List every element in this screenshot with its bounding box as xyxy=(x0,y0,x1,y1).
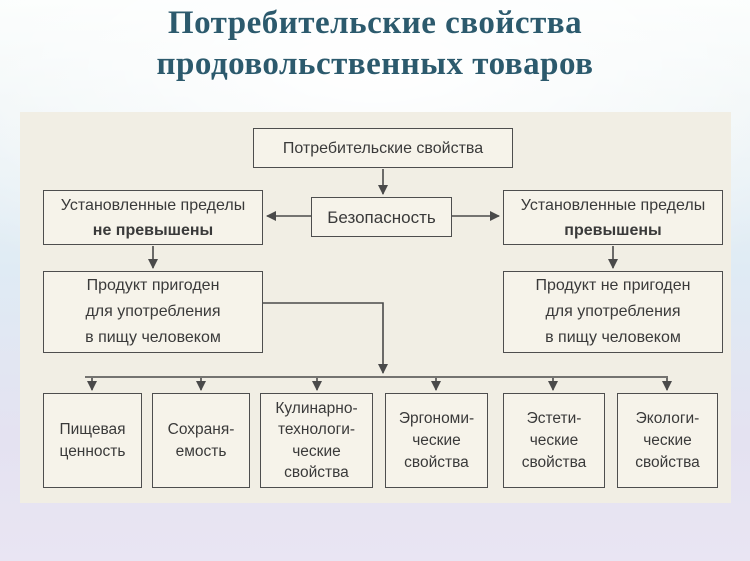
slide-title: Потребительские свойства продовольственн… xyxy=(0,3,750,85)
slide-title-line1: Потребительские свойства xyxy=(167,5,583,41)
box-consumer-properties-label: Потребительские свойства xyxy=(282,139,484,157)
box-limits-exceeded-line2: превышены xyxy=(564,221,662,239)
box-property-aesthetic: Эстети- ческие свойства xyxy=(503,393,605,488)
box-product-suitable: Продукт пригоден для употребления в пищу… xyxy=(43,271,263,353)
box-safety: Безопасность xyxy=(311,197,452,237)
box-property-ecological-label: Экологи- ческие свойства xyxy=(635,409,700,471)
box-product-not-suitable: Продукт не пригоден для употребления в п… xyxy=(503,271,723,353)
box-property-keeping-quality-label: Сохраня- емость xyxy=(167,420,235,460)
box-property-ergonomic: Эргономи- ческие свойства xyxy=(385,393,488,488)
box-safety-label: Безопасность xyxy=(327,207,436,227)
box-property-culinary-technological-label: Кулинарно- технологи- ческие свойства xyxy=(275,399,358,482)
box-property-culinary-technological: Кулинарно- технологи- ческие свойства xyxy=(260,393,373,488)
box-limits-exceeded-line1: Установленные пределы xyxy=(520,196,706,214)
box-limits-not-exceeded-line2: не превышены xyxy=(92,221,214,239)
box-limits-exceeded: Установленные пределы превышены xyxy=(503,190,723,245)
box-limits-not-exceeded: Установленные пределы не превышены xyxy=(43,190,263,245)
box-property-nutritional-value: Пищевая ценность xyxy=(43,393,142,488)
box-property-aesthetic-label: Эстети- ческие свойства xyxy=(521,409,587,471)
box-consumer-properties: Потребительские свойства xyxy=(253,128,513,168)
connector-left-product-to-bus xyxy=(263,302,388,374)
box-limits-not-exceeded-line1: Установленные пределы xyxy=(60,196,246,214)
box-product-not-suitable-label: Продукт не пригоден для употребления в п… xyxy=(535,277,691,346)
box-product-suitable-label: Продукт пригоден для употребления в пищу… xyxy=(85,277,221,346)
slide-title-line2: продовольственных товаров xyxy=(156,46,594,82)
box-property-ergonomic-label: Эргономи- ческие свойства xyxy=(398,409,475,471)
box-property-nutritional-value-label: Пищевая ценность xyxy=(59,420,126,460)
box-property-ecological: Экологи- ческие свойства xyxy=(617,393,718,488)
box-property-keeping-quality: Сохраня- емость xyxy=(152,393,250,488)
